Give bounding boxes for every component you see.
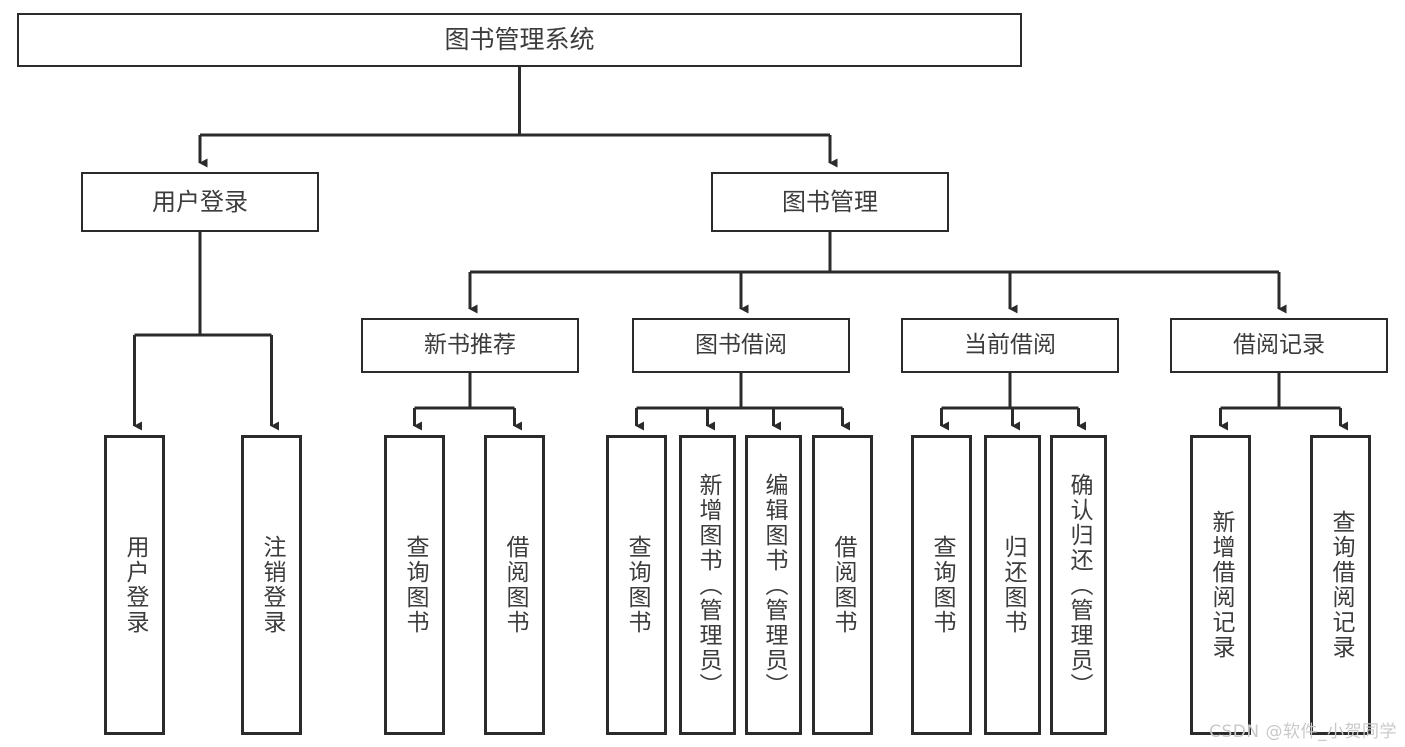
node-root-label: 图书管理系统 bbox=[444, 25, 595, 55]
node-book-borrow-label: 图书借阅 bbox=[695, 331, 787, 358]
node-new-book-recommend-label: 新书推荐 bbox=[424, 331, 516, 358]
leaf-return-book-label: 归还图书 bbox=[1000, 535, 1026, 635]
leaf-query-borrow-record[interactable]: 查询借阅记录 bbox=[1310, 435, 1371, 735]
leaf-query-borrow-record-label: 查询借阅记录 bbox=[1328, 510, 1354, 660]
node-current-borrow[interactable]: 当前借阅 bbox=[901, 318, 1119, 373]
leaf-query-book-recommend-label: 查询图书 bbox=[402, 535, 428, 635]
node-book-manage-label: 图书管理 bbox=[782, 187, 878, 216]
leaf-add-borrow-record[interactable]: 新增借阅记录 bbox=[1190, 435, 1251, 735]
node-user-login-label: 用户登录 bbox=[152, 187, 248, 216]
leaf-add-book-admin-label: 新增图书（管理员） bbox=[695, 472, 721, 698]
leaf-borrow-book-borrow[interactable]: 借阅图书 bbox=[812, 435, 873, 735]
node-new-book-recommend[interactable]: 新书推荐 bbox=[361, 318, 579, 373]
leaf-query-book-current[interactable]: 查询图书 bbox=[911, 435, 972, 735]
leaf-confirm-return-admin-label: 确认归还（管理员） bbox=[1066, 472, 1092, 698]
leaf-borrow-book-recommend-label: 借阅图书 bbox=[502, 535, 528, 635]
node-book-manage[interactable]: 图书管理 bbox=[711, 172, 949, 232]
leaf-query-book-borrow[interactable]: 查询图书 bbox=[606, 435, 667, 735]
leaf-add-book-admin[interactable]: 新增图书（管理员） bbox=[679, 435, 736, 735]
node-book-borrow[interactable]: 图书借阅 bbox=[632, 318, 850, 373]
leaf-add-borrow-record-label: 新增借阅记录 bbox=[1208, 510, 1234, 660]
leaf-user-login[interactable]: 用户登录 bbox=[104, 435, 165, 735]
leaf-borrow-book-recommend[interactable]: 借阅图书 bbox=[484, 435, 545, 735]
leaf-logout-login-label: 注销登录 bbox=[259, 535, 285, 635]
leaf-logout-login[interactable]: 注销登录 bbox=[241, 435, 302, 735]
csdn-watermark: CSDN @软件_小贺同学 bbox=[1209, 722, 1397, 742]
leaf-return-book[interactable]: 归还图书 bbox=[984, 435, 1041, 735]
leaf-confirm-return-admin[interactable]: 确认归还（管理员） bbox=[1050, 435, 1107, 735]
node-root[interactable]: 图书管理系统 bbox=[17, 13, 1022, 67]
leaf-borrow-book-borrow-label: 借阅图书 bbox=[830, 535, 856, 635]
leaf-query-book-borrow-label: 查询图书 bbox=[624, 535, 650, 635]
leaf-user-login-label: 用户登录 bbox=[122, 535, 148, 635]
leaf-edit-book-admin-label: 编辑图书（管理员） bbox=[761, 472, 787, 698]
leaf-query-book-current-label: 查询图书 bbox=[929, 535, 955, 635]
node-borrow-record[interactable]: 借阅记录 bbox=[1170, 318, 1388, 373]
node-current-borrow-label: 当前借阅 bbox=[964, 331, 1056, 358]
node-user-login[interactable]: 用户登录 bbox=[81, 172, 319, 232]
node-borrow-record-label: 借阅记录 bbox=[1233, 331, 1325, 358]
leaf-edit-book-admin[interactable]: 编辑图书（管理员） bbox=[745, 435, 802, 735]
leaf-query-book-recommend[interactable]: 查询图书 bbox=[384, 435, 445, 735]
